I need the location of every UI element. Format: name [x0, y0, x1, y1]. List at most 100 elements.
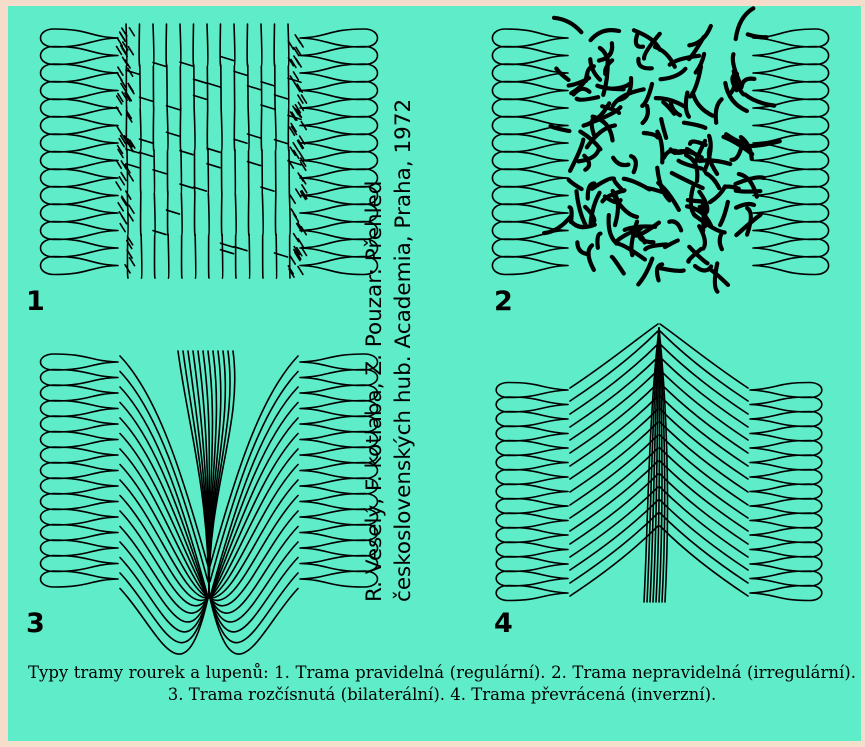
hypha-tangled — [577, 242, 588, 254]
basidium-cell — [496, 397, 568, 412]
figure-plate: 1 2 3 4 R. Veselý, F. kotlaba, Z. Pouzar… — [8, 6, 861, 741]
hypha-septum — [234, 139, 247, 143]
hypha-divergent-right — [210, 542, 298, 622]
hypha-tangled — [700, 160, 731, 164]
hypha-tangled — [658, 183, 679, 210]
basidium-cell — [753, 117, 829, 135]
hypha-parallel — [166, 24, 169, 278]
basidium-cell — [753, 152, 829, 170]
basidium-cell — [41, 169, 118, 187]
subhymenium-hypha — [295, 35, 300, 43]
basidium-cell — [750, 426, 822, 441]
hypha-septum — [207, 148, 220, 152]
hypha-tangled — [748, 34, 767, 37]
hypha-tangled — [554, 18, 581, 32]
hypha-septum — [140, 97, 153, 101]
subhymenium-hypha — [128, 83, 133, 91]
hypha-tangled — [716, 99, 722, 122]
hypha-tangled — [710, 269, 728, 285]
subhymenium-hypha — [120, 224, 125, 232]
subhymenium-hypha — [118, 203, 123, 211]
hypha-tangled — [570, 207, 572, 222]
hypha-septum — [180, 151, 193, 155]
panel-3-label: 3 — [26, 608, 45, 639]
hypha-septum — [194, 95, 207, 99]
basidium-cell — [492, 257, 568, 275]
hypha-tangled — [570, 140, 583, 171]
hypha-tangled — [655, 47, 675, 67]
basidium-cell — [496, 513, 568, 528]
basidium-cell — [750, 470, 822, 485]
credit-line-2: československých hub. Academia, Praha, 1… — [389, 99, 418, 602]
hypha-septum — [153, 62, 166, 66]
subhymenium-hypha — [290, 195, 295, 203]
hypha-tangled — [684, 123, 705, 128]
hypha-tangled — [720, 202, 728, 225]
hypha-parallel — [274, 24, 276, 278]
basidium-cell — [41, 509, 118, 525]
hypha-tangled — [661, 119, 666, 138]
basidium-cell — [41, 99, 118, 117]
basidium-cell — [300, 47, 377, 65]
subhymenium-hypha — [294, 234, 299, 242]
hypha-divergent-left — [120, 480, 208, 598]
basidium-cell — [41, 204, 118, 222]
hypha-divergent-left — [120, 542, 208, 622]
hypha-septum — [248, 86, 261, 90]
basidium-cell — [753, 82, 829, 100]
basidium-cell — [300, 29, 377, 47]
basidium-cell — [41, 222, 118, 240]
basidium-cell — [496, 557, 568, 572]
hypha-tangled — [609, 215, 616, 242]
basidium-cell — [492, 152, 568, 170]
basidium-cell — [41, 478, 118, 494]
subhymenium-hypha — [293, 143, 298, 151]
subhymenium-hypha — [116, 160, 121, 168]
basidium-cell — [750, 499, 822, 514]
hypha-septum — [261, 82, 274, 86]
basidium-cell — [750, 441, 822, 456]
hypha-tangled — [690, 142, 706, 145]
basidium-cell — [750, 586, 822, 601]
hypha-divergent-left — [120, 558, 208, 632]
basidium-cell — [496, 542, 568, 557]
panel-2-label: 2 — [494, 286, 513, 317]
hypha-tangled — [631, 156, 636, 172]
subhymenium-hypha — [296, 59, 301, 67]
basidium-cell — [492, 29, 568, 47]
basidium-cell — [41, 82, 118, 100]
basidium-cell — [41, 494, 118, 510]
subhymenium-hypha — [296, 189, 301, 197]
hypha-parallel — [288, 24, 290, 278]
hypha-tangled — [644, 133, 658, 137]
subhymenium-hypha — [290, 256, 295, 264]
hypha-tangled — [695, 266, 711, 271]
basidium-cell — [41, 29, 118, 47]
hypha-divergent-right — [210, 480, 298, 598]
basidium-cell — [750, 557, 822, 572]
hypha-tangled — [741, 79, 754, 88]
hypha-divergent-left — [120, 573, 208, 643]
basidium-cell — [492, 47, 568, 65]
basidium-cell — [496, 426, 568, 441]
hypha-tangled — [715, 263, 718, 291]
panel-1-label: 1 — [26, 286, 45, 317]
basidium-cell — [41, 525, 118, 541]
hypha-tangled — [592, 117, 595, 136]
basidium-cell — [492, 187, 568, 205]
hypha-septum — [234, 71, 247, 75]
basidium-cell — [41, 354, 118, 370]
hypha-parallel — [139, 24, 142, 278]
basidium-cell — [41, 64, 118, 82]
hypha-tangled — [661, 69, 686, 79]
hypha-septum — [180, 62, 193, 66]
subhymenium-hypha — [128, 47, 133, 55]
hypha-tangled — [720, 232, 722, 249]
basidium-cell — [753, 239, 829, 257]
hypha-ascending-right — [660, 331, 748, 401]
panel-1-regular-trama — [41, 24, 378, 278]
basidium-cell — [750, 397, 822, 412]
basidium-cell — [496, 499, 568, 514]
subhymenium-hypha — [119, 212, 124, 220]
basidium-cell — [750, 571, 822, 586]
